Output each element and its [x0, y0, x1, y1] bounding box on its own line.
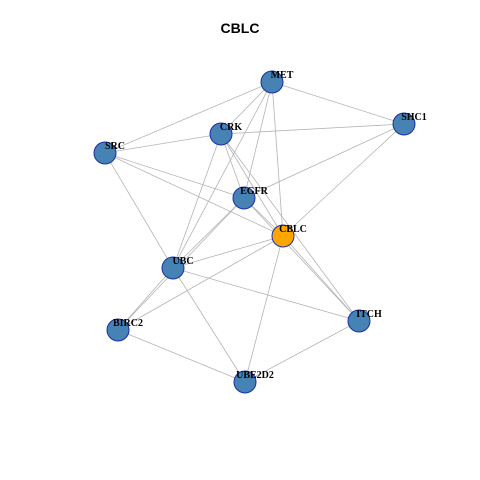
node-circle-ubc[interactable]	[161, 256, 185, 280]
edge-shc1-egfr	[243, 123, 405, 199]
node-circle-cblc[interactable]	[271, 224, 295, 248]
node-circle-src[interactable]	[93, 141, 117, 165]
node-label-itch: ITCH	[356, 309, 382, 320]
edge-src-egfr	[104, 152, 245, 199]
edge-shc1-cblc	[282, 123, 405, 237]
edge-cblc-birc2	[117, 235, 284, 331]
edge-met-shc1	[271, 81, 405, 125]
edge-met-egfr	[243, 81, 273, 199]
node-circle-shc1[interactable]	[392, 112, 416, 136]
node-crk[interactable]: CRK	[209, 122, 242, 146]
node-cblc[interactable]: CBLC	[271, 224, 307, 248]
node-met[interactable]: MET	[260, 70, 294, 94]
edge-ubc-birc2	[117, 267, 174, 331]
edge-ubc-itch	[172, 267, 360, 322]
edge-birc2-ube2d2	[117, 329, 246, 383]
edge-egfr-itch	[243, 197, 360, 322]
edge-src-ubc	[104, 152, 174, 269]
edge-egfr-ubc	[172, 197, 245, 269]
node-label-birc2: BIRC2	[113, 318, 143, 329]
edge-crk-cblc	[220, 133, 284, 237]
node-itch[interactable]: ITCH	[347, 309, 382, 333]
node-circle-met[interactable]	[260, 70, 284, 94]
node-birc2[interactable]: BIRC2	[106, 318, 143, 342]
node-shc1[interactable]: SHC1	[392, 112, 427, 136]
edge-shc1-crk	[220, 123, 405, 135]
edge-cblc-itch	[282, 235, 360, 322]
edge-itch-ube2d2	[244, 320, 360, 383]
node-label-met: MET	[271, 70, 294, 81]
node-circle-birc2[interactable]	[106, 318, 130, 342]
node-ube2d2[interactable]: UBE2D2	[233, 370, 274, 394]
node-ubc[interactable]: UBC	[161, 256, 194, 280]
edge-src-cblc	[104, 152, 284, 237]
node-circle-crk[interactable]	[209, 122, 233, 146]
edge-cblc-ubc	[172, 235, 284, 269]
edge-met-src	[104, 81, 273, 154]
node-label-cblc: CBLC	[279, 224, 307, 235]
edge-crk-ubc	[172, 133, 222, 269]
node-label-ube2d2: UBE2D2	[236, 370, 274, 381]
edge-crk-src	[104, 133, 222, 154]
edge-met-ubc	[172, 81, 273, 269]
node-egfr[interactable]: EGFR	[232, 186, 269, 210]
graph-title: CBLC	[220, 20, 260, 36]
node-src[interactable]: SRC	[93, 141, 125, 165]
node-circle-egfr[interactable]	[232, 186, 256, 210]
edge-ubc-ube2d2	[172, 267, 246, 383]
node-circle-ube2d2[interactable]	[233, 370, 257, 394]
node-label-egfr: EGFR	[240, 186, 269, 197]
edge-met-cblc	[271, 81, 284, 237]
node-label-shc1: SHC1	[401, 112, 427, 123]
node-label-ubc: UBC	[172, 256, 193, 267]
edge-cblc-ube2d2	[244, 235, 284, 383]
node-circle-itch[interactable]	[347, 309, 371, 333]
edges-layer	[104, 81, 405, 383]
node-label-src: SRC	[105, 141, 125, 152]
edge-met-crk	[220, 81, 273, 135]
node-label-crk: CRK	[220, 122, 242, 133]
